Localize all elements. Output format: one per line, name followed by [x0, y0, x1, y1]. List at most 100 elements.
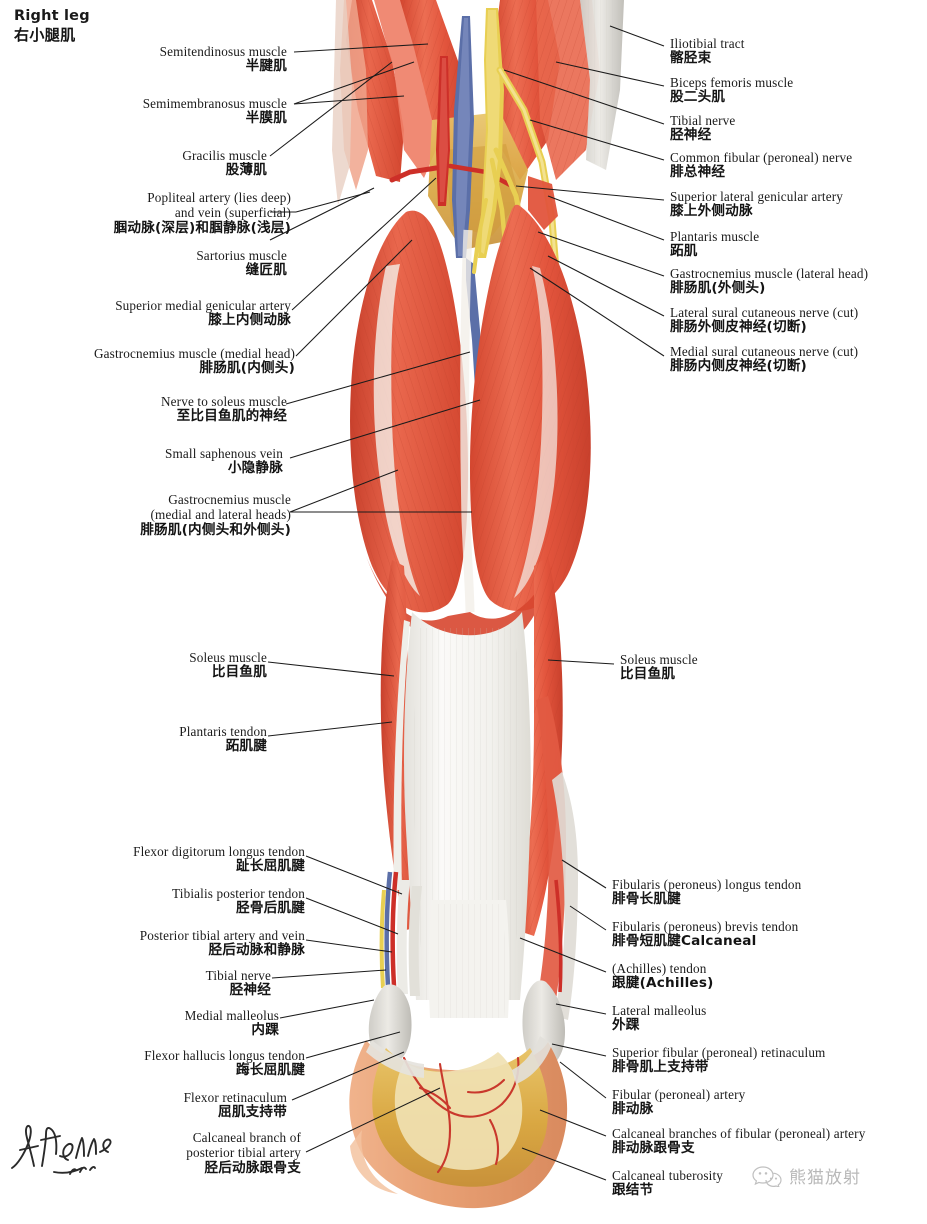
label-en: Flexor retinaculum: [183, 1090, 287, 1105]
label-achilles-tendon: (Achilles) tendon 跟腱(Achilles): [612, 961, 714, 992]
label-sartorius: Sartorius muscle 缝匠肌: [196, 248, 287, 279]
label-soleus-medial: Soleus muscle 比目鱼肌: [189, 650, 267, 681]
watermark: 熊猫放射: [752, 1163, 861, 1188]
label-calcaneal-tuberosity: Calcaneal tuberosity 跟结节: [612, 1168, 723, 1199]
label-calcaneal-branches-fibular-artery: Calcaneal branches of fibular (peroneal)…: [612, 1126, 865, 1157]
label-en: (Achilles) tendon: [612, 961, 707, 976]
label-en-2: and vein (superficial): [174, 205, 291, 221]
label-zh: 比目鱼肌: [211, 664, 267, 681]
label-zh: 腓肠肌(内侧头): [199, 360, 295, 377]
label-zh: 腓肠肌(内侧头和外侧头): [140, 521, 291, 538]
label-zh: 股二头肌: [670, 89, 726, 106]
label-posterior-tibial-artery-vein: Posterior tibial artery and vein 胫后动脉和静脉: [140, 928, 305, 959]
label-en: Nerve to soleus muscle: [161, 394, 287, 409]
label-en: Tibialis posterior tendon: [172, 886, 305, 901]
netter-signature: [11, 1124, 112, 1175]
wechat-icon: [752, 1165, 782, 1187]
label-en: Gastrocnemius muscle (lateral head): [670, 266, 869, 281]
label-fibularis-brevis-tendon: Fibularis (peroneus) brevis tendon 腓骨短肌腱…: [612, 919, 798, 950]
label-nerve-to-soleus: Nerve to soleus muscle 至比目鱼肌的神经: [161, 394, 287, 425]
label-zh: 小隐静脉: [227, 460, 283, 477]
label-zh: 内踝: [251, 1022, 279, 1039]
label-zh: 膝上内侧动脉: [208, 312, 291, 329]
label-en: Sartorius muscle: [196, 248, 287, 263]
page-title-en: Right leg: [14, 8, 90, 24]
label-zh: 腓肠肌(外侧头): [670, 280, 766, 297]
label-gastrocnemius-medial-head: Gastrocnemius muscle (medial head) 腓肠肌(内…: [94, 346, 295, 377]
label-zh: 缝匠肌: [245, 262, 287, 279]
label-zh: 胫神经: [229, 982, 271, 999]
label-zh: 腘动脉(深层)和腘静脉(浅层): [113, 219, 291, 236]
label-lateral-malleolus: Lateral malleolus 外踝: [612, 1003, 706, 1034]
label-zh: 腓总神经: [670, 164, 726, 181]
label-gracilis: Gracilis muscle 股薄肌: [182, 148, 267, 179]
label-biceps-femoris: Biceps femoris muscle 股二头肌: [670, 75, 793, 106]
label-en-2: posterior tibial artery: [186, 1145, 301, 1161]
watermark-text: 熊猫放射: [789, 1168, 861, 1188]
page-title-zh: 右小腿肌: [14, 26, 76, 44]
label-zh: 屈肌支持带: [218, 1104, 287, 1121]
label-zh: 外踝: [612, 1017, 640, 1034]
label-tibialis-posterior-tendon: Tibialis posterior tendon 胫骨后肌腱: [172, 886, 305, 917]
label-en: Fibularis (peroneus) brevis tendon: [612, 919, 799, 934]
label-tibial-nerve-ankle: Tibial nerve 胫神经: [206, 968, 271, 999]
label-zh: 踇长屈肌腱: [236, 1062, 305, 1079]
label-lateral-sural-cutaneous-nerve: Lateral sural cutaneous nerve (cut) 腓肠外侧…: [670, 305, 858, 336]
label-zh: 腓骨短肌腱Calcaneal: [612, 933, 757, 950]
label-flexor-hallucis-longus-tendon: Flexor hallucis longus tendon 踇长屈肌腱: [144, 1048, 305, 1079]
label-iliotibial-tract: Iliotibial tract 髂胫束: [670, 36, 745, 67]
label-en: Iliotibial tract: [670, 36, 745, 51]
label-en: Fibularis (peroneus) longus tendon: [612, 877, 802, 892]
label-superior-fibular-retinaculum: Superior fibular (peroneal) retinaculum …: [612, 1045, 825, 1076]
label-en: Superior lateral genicular artery: [670, 189, 844, 204]
label-fibular-artery: Fibular (peroneal) artery 腓动脉: [612, 1087, 745, 1118]
gastrocnemius-region: [350, 204, 591, 655]
label-en: Flexor digitorum longus tendon: [133, 844, 305, 859]
label-en: Calcaneal tuberosity: [612, 1168, 724, 1183]
label-en: Gastrocnemius muscle (medial head): [93, 346, 295, 361]
label-en: Medial malleolus: [184, 1008, 279, 1023]
label-zh: 趾长屈肌腱: [236, 858, 305, 875]
label-gastrocnemius-lateral-head: Gastrocnemius muscle (lateral head) 腓肠肌(…: [670, 266, 868, 297]
label-zh: 股薄肌: [225, 162, 267, 179]
label-medial-sural-cutaneous-nerve: Medial sural cutaneous nerve (cut) 腓肠内侧皮…: [670, 344, 858, 375]
label-zh: 胫后动脉和静脉: [208, 942, 305, 959]
label-plantaris-muscle: Plantaris muscle 跖肌: [670, 229, 759, 260]
label-en: Soleus muscle: [189, 650, 267, 665]
label-common-fibular-nerve: Common fibular (peroneal) nerve 腓总神经: [670, 150, 852, 181]
label-en: Flexor hallucis longus tendon: [144, 1048, 305, 1063]
label-en: Semitendinosus muscle: [159, 44, 287, 59]
label-en: Plantaris tendon: [179, 724, 267, 739]
label-zh: 腓骨长肌腱: [612, 891, 681, 908]
label-en: Popliteal artery (lies deep): [147, 190, 291, 205]
label-zh: 腓肠外侧皮神经(切断): [670, 319, 807, 336]
label-en: Gracilis muscle: [182, 148, 267, 163]
label-popliteal-artery-vein: Popliteal artery (lies deep) and vein (s…: [114, 190, 291, 237]
page-title: Right leg 右小腿肌: [14, 8, 90, 45]
label-fibularis-longus-tendon: Fibularis (peroneus) longus tendon 腓骨长肌腱: [612, 877, 801, 908]
label-en: Posterior tibial artery and vein: [139, 928, 305, 943]
label-flexor-retinaculum: Flexor retinaculum 屈肌支持带: [184, 1090, 287, 1121]
label-en: Medial sural cutaneous nerve (cut): [670, 344, 859, 359]
label-tibial-nerve: Tibial nerve 胫神经: [670, 113, 735, 144]
label-zh: 跖肌: [670, 243, 698, 260]
label-gastrocnemius-both-heads: Gastrocnemius muscle (medial and lateral…: [140, 492, 291, 539]
label-zh: 髂胫束: [670, 50, 712, 67]
label-en: Calcaneal branches of fibular (peroneal)…: [612, 1126, 866, 1141]
label-zh: 腓动脉跟骨支: [612, 1140, 695, 1157]
label-en-2: (medial and lateral heads): [150, 507, 291, 523]
label-zh: 跟腱(Achilles): [612, 975, 714, 992]
label-flexor-digitorum-longus-tendon: Flexor digitorum longus tendon 趾长屈肌腱: [133, 844, 305, 875]
label-zh: 腓动脉: [612, 1101, 654, 1118]
label-en: Superior fibular (peroneal) retinaculum: [612, 1045, 826, 1060]
label-en: Biceps femoris muscle: [670, 75, 794, 90]
label-zh: 至比目鱼肌的神经: [176, 408, 287, 425]
label-zh: 半腱肌: [245, 58, 287, 75]
label-en: Common fibular (peroneal) nerve: [670, 150, 853, 165]
label-zh: 跖肌腱: [225, 738, 267, 755]
label-zh: 腓骨肌上支持带: [612, 1059, 709, 1076]
label-zh: 比目鱼肌: [620, 666, 676, 683]
label-en: Tibial nerve: [670, 113, 736, 128]
label-en: Semimembranosus muscle: [142, 96, 287, 111]
